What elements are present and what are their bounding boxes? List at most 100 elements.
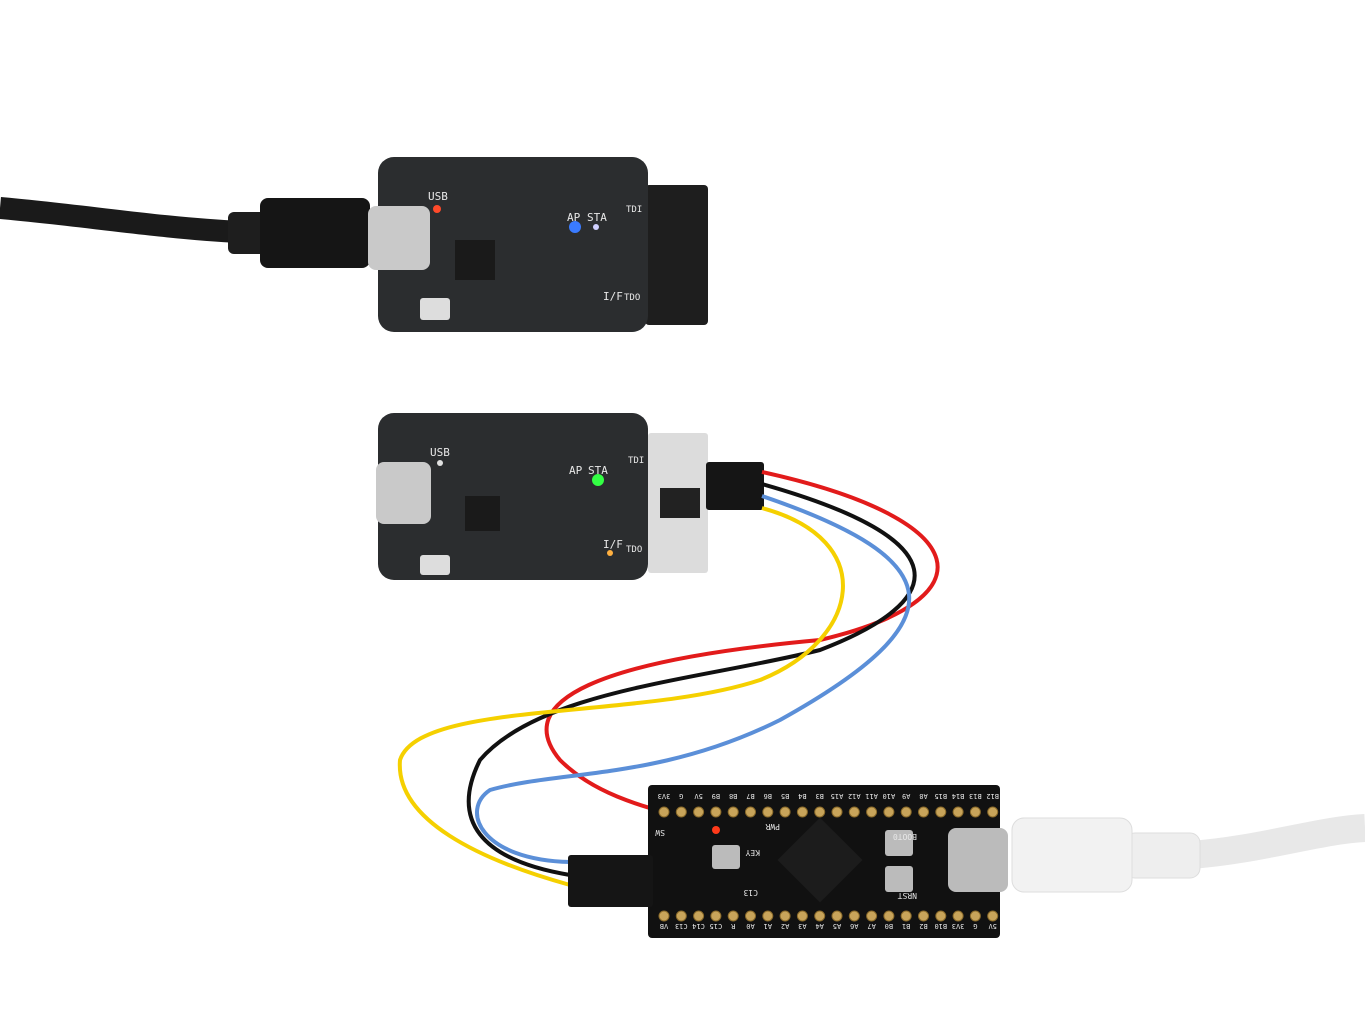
- ap-led: [569, 221, 581, 233]
- pin-label: VB: [660, 922, 668, 930]
- sta-label: STA: [587, 211, 607, 224]
- pin: [866, 806, 878, 818]
- pin: [918, 910, 929, 922]
- pin: [883, 806, 895, 818]
- sta-led: [592, 474, 604, 486]
- pin-label: A7: [867, 922, 875, 930]
- pin-label: B6: [764, 792, 772, 800]
- tdi-label: TDI: [626, 205, 642, 215]
- pin: [658, 910, 670, 922]
- sta-led: [593, 224, 599, 230]
- usb-c-port: [376, 462, 431, 524]
- pwr-label: PWR: [765, 822, 780, 831]
- debug-probe-bottom: USB AP STA I/F TDI TDO: [376, 413, 764, 580]
- pin: [866, 910, 878, 922]
- pin: [935, 806, 947, 818]
- dupont-header: [706, 462, 764, 510]
- pin: [900, 910, 912, 922]
- nrst-button: [885, 866, 913, 892]
- pin-label: B15: [934, 792, 947, 800]
- pin: [710, 910, 722, 922]
- usb-led: [433, 205, 441, 213]
- mcu-chip: [777, 817, 863, 903]
- pin-label: 3V3: [952, 922, 965, 930]
- pin: [779, 806, 791, 818]
- pin: [796, 806, 808, 818]
- pin: [987, 910, 999, 922]
- pin: [969, 910, 981, 922]
- pin: [831, 910, 843, 922]
- pin-label: B3: [815, 792, 823, 800]
- pin-label: A9: [902, 792, 910, 800]
- usb-led: [437, 460, 443, 466]
- nrst-label: NRST: [898, 891, 917, 900]
- pin-label: A12: [848, 792, 861, 800]
- c13-label: C13: [743, 888, 758, 897]
- swd-header: [568, 855, 653, 907]
- pin-label: G: [679, 792, 683, 800]
- mcu-chip: [455, 240, 495, 280]
- pin: [658, 806, 670, 818]
- pin-label: A10: [883, 792, 896, 800]
- ap-label: AP: [569, 464, 583, 477]
- if-label: I/F: [603, 538, 623, 551]
- sta-label: STA: [588, 464, 608, 477]
- pin: [952, 806, 964, 818]
- boot0-label: BOOT0: [893, 832, 917, 841]
- pin-label: B13: [969, 792, 982, 800]
- pin-label: B14: [952, 792, 965, 800]
- pin-label: B2: [919, 922, 927, 930]
- pin-label: A11: [865, 792, 878, 800]
- pin-label: A3: [798, 922, 806, 930]
- pin: [727, 806, 739, 818]
- key-button: [712, 845, 740, 869]
- pin-label: A5: [833, 922, 841, 930]
- sw-label: SW: [655, 828, 665, 837]
- tdi-label: TDI: [628, 456, 644, 466]
- pin: [745, 910, 756, 922]
- pin-label: A4: [815, 922, 823, 930]
- pin-label: A6: [850, 922, 858, 930]
- pin: [675, 910, 687, 922]
- pin-label: B5: [781, 792, 789, 800]
- pin-label: A1: [764, 922, 772, 930]
- pin: [779, 910, 791, 922]
- pwr-led: [712, 826, 720, 834]
- usb-label: USB: [428, 190, 448, 203]
- pin: [762, 806, 774, 818]
- pin-label: B4: [798, 792, 806, 800]
- pin-label: B9: [712, 792, 720, 800]
- tdo-label: TDO: [624, 293, 640, 303]
- pin-label: B1: [902, 922, 910, 930]
- pin: [693, 910, 705, 922]
- pin: [693, 806, 705, 818]
- pin: [710, 806, 722, 818]
- pin: [969, 806, 981, 818]
- key-label: KEY: [745, 848, 760, 857]
- if-label: I/F: [603, 290, 623, 303]
- wire-black: [466, 482, 917, 877]
- pin-label: A8: [919, 792, 927, 800]
- pin: [987, 806, 999, 818]
- pin-label: 5V: [694, 792, 703, 800]
- pin-label: G: [973, 922, 977, 930]
- ap-label: AP: [567, 211, 581, 224]
- usb-cable-white: [1011, 814, 1365, 893]
- debug-probe-top: USB AP STA I/F TDI TDO: [368, 157, 708, 332]
- pin: [918, 806, 929, 818]
- pin-label: C14: [692, 922, 705, 930]
- wire-red: [544, 470, 940, 824]
- pin-label: C13: [675, 922, 688, 930]
- usb-c-port: [948, 828, 1008, 892]
- mcu-chip: [465, 496, 500, 531]
- pin-label: B7: [746, 792, 754, 800]
- pin-label: A2: [781, 922, 789, 930]
- jumper-wires: [397, 470, 940, 887]
- pin: [814, 910, 826, 922]
- if-led: [607, 550, 613, 556]
- pin: [848, 910, 860, 922]
- pin-label: B0: [885, 922, 893, 930]
